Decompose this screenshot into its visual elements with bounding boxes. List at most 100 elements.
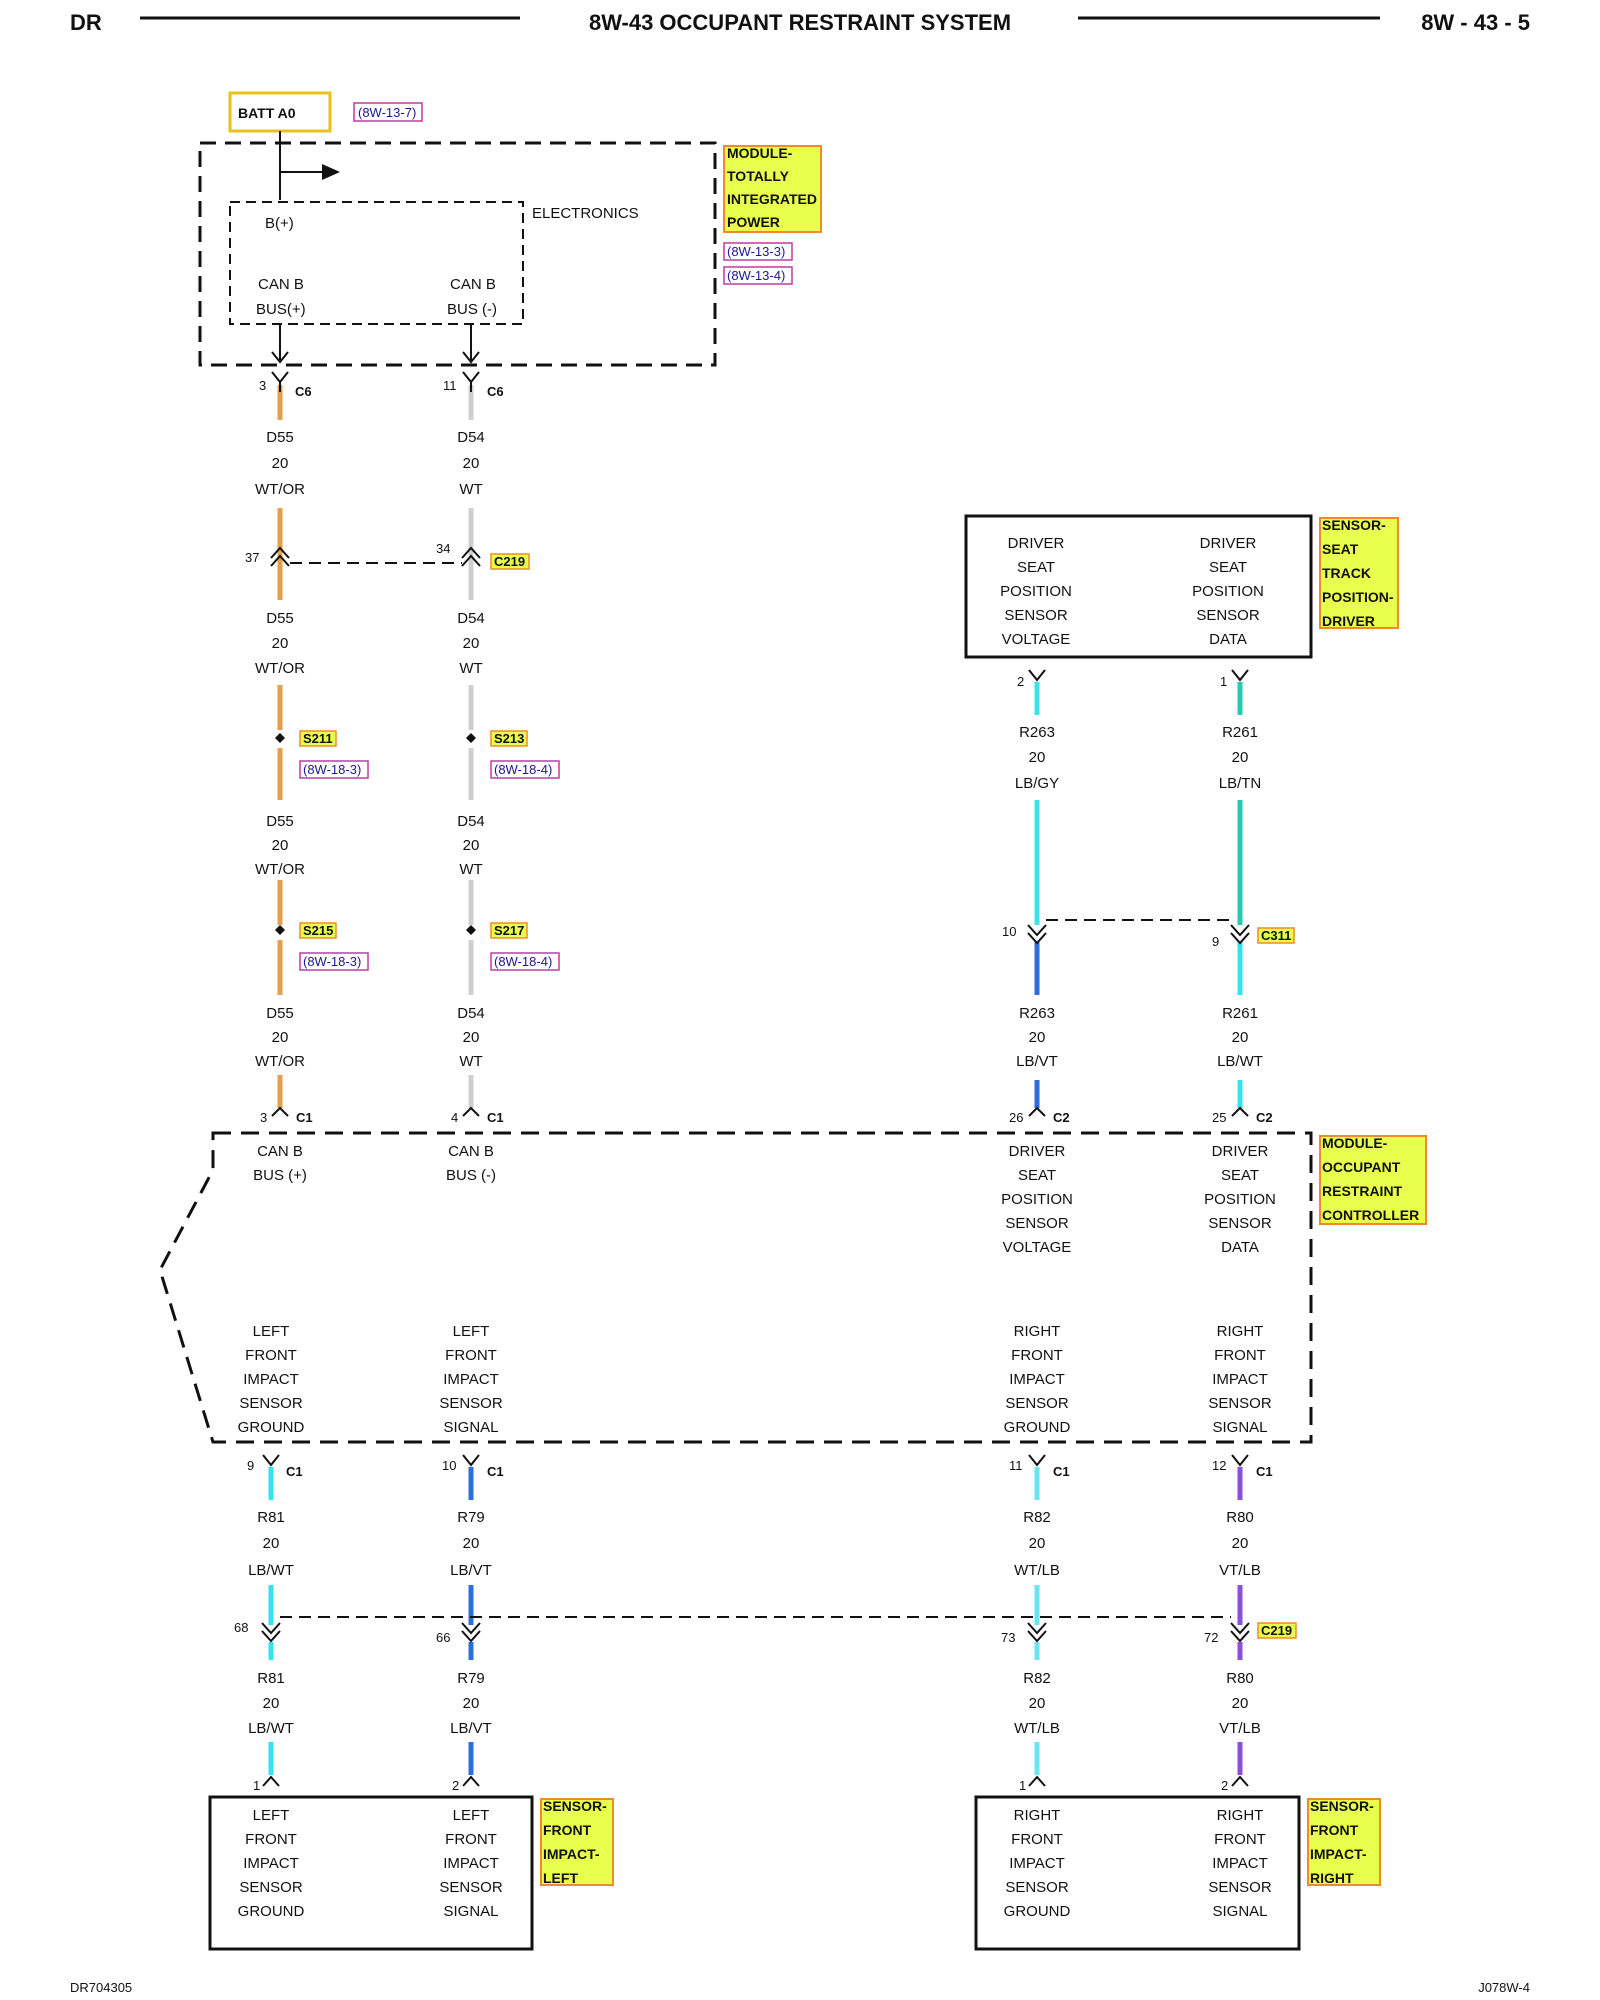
seat-pin2-l3: POSITION [1192, 583, 1264, 600]
left-impact-sensor-box [208, 1795, 534, 1951]
c219-r81-pin-icon [261, 1622, 281, 1635]
r80-color-1: VT/LB [1219, 1562, 1261, 1579]
left-sensor-name-l1: SENSOR- [543, 1798, 607, 1814]
s213-ref[interactable]: (8W-18-4) [494, 762, 552, 777]
right-sensor-name-l4: RIGHT [1310, 1870, 1354, 1886]
lf-r79-pin-num: 2 [452, 1778, 459, 1793]
r82-color-1: WT/LB [1014, 1562, 1060, 1579]
c1-pin-r81-icon [262, 1454, 280, 1467]
d54-circuit-1: D54 [457, 429, 485, 446]
r79-circuit-1: R79 [457, 1509, 485, 1526]
seat-pin1-l2: SEAT [1017, 559, 1055, 576]
d54-color-2: WT [459, 660, 482, 677]
seat-pin1-l5: VOLTAGE [1002, 631, 1071, 648]
s215-splice-icon [275, 925, 285, 935]
orc-lfsig-l1: LEFT [453, 1323, 490, 1340]
r81-gauge-1: 20 [263, 1535, 280, 1552]
seat-sensor-name-tag [1319, 517, 1399, 629]
orc-rfsig-l3: IMPACT [1212, 1371, 1268, 1388]
tipm-electronics-label: ELECTRONICS [532, 205, 639, 222]
c6-pin-d55-icon [271, 371, 289, 384]
c1-r81-pin-num: 9 [247, 1458, 254, 1473]
seat-sensor-name-l3: TRACK [1322, 565, 1371, 581]
rf-sensor-sig-l3: IMPACT [1212, 1855, 1268, 1872]
d55-color-3: WT/OR [255, 861, 305, 878]
r80-gauge-2: 20 [1232, 1695, 1249, 1712]
r80-color-2: VT/LB [1219, 1720, 1261, 1737]
tipm-ref-2[interactable]: (8W-13-4) [727, 268, 785, 283]
orc-seatdata-l2: SEAT [1221, 1167, 1259, 1184]
c1-d55-pin-num: 3 [260, 1110, 267, 1125]
s213-label: S213 [494, 731, 524, 746]
seat-sensor-name-l4: POSITION- [1322, 589, 1394, 605]
r79-color-2: LB/VT [450, 1720, 492, 1737]
r261-color-1: LB/TN [1219, 775, 1262, 792]
rf-sensor-pin2-icon [1231, 1775, 1249, 1787]
lf-sensor-sig-l4: SENSOR [439, 1879, 503, 1896]
orc-rfsig-l1: RIGHT [1217, 1323, 1264, 1340]
right-sensor-name-l3: IMPACT- [1310, 1846, 1367, 1862]
orc-rfsig-l2: FRONT [1214, 1347, 1266, 1364]
orc-module-outline [158, 1131, 1313, 1444]
lf-sensor-pin1-icon [262, 1775, 280, 1787]
header-left: DR [70, 10, 102, 35]
s211-ref-box [299, 760, 369, 779]
s217-ref[interactable]: (8W-18-4) [494, 954, 552, 969]
s215-ref[interactable]: (8W-18-3) [303, 954, 361, 969]
c219-lower-label: C219 [1261, 1623, 1292, 1638]
r82-gauge-2: 20 [1029, 1695, 1046, 1712]
orc-lfsig-l2: FRONT [445, 1347, 497, 1364]
s213-splice-icon [466, 733, 476, 743]
seat-sensor-box [964, 514, 1313, 659]
d55-gauge-1: 20 [272, 455, 289, 472]
right-impact-sensor-box [974, 1795, 1301, 1951]
right-sensor-name-l2: FRONT [1310, 1822, 1359, 1838]
tipm-can-plus-l2: BUS(+) [256, 301, 306, 318]
batt-a0-box [228, 91, 332, 133]
orc-seatdata-l5: DATA [1221, 1239, 1259, 1256]
r81-circuit-2: R81 [257, 1670, 285, 1687]
seat-sensor-name-l5: DRIVER [1322, 613, 1375, 629]
rf-r80-pin-num: 2 [1221, 1778, 1228, 1793]
c219-d55-pin-icon-2 [270, 554, 290, 567]
d55-circuit-4: D55 [266, 1005, 294, 1022]
r82-circuit-1: R82 [1023, 1509, 1051, 1526]
c219-r82-pin-icon-2 [1027, 1630, 1047, 1643]
d54-color-1: WT [459, 481, 482, 498]
r80-circuit-2: R80 [1226, 1670, 1254, 1687]
tipm-name-l3: INTEGRATED [727, 191, 817, 207]
orc-seatvolt-l1: DRIVER [1009, 1143, 1066, 1160]
tipm-ref-1[interactable]: (8W-13-3) [727, 244, 785, 259]
c6-d55-pin-num: 3 [259, 378, 266, 393]
r80-circuit-1: R80 [1226, 1509, 1254, 1526]
orc-name-tag [1319, 1135, 1427, 1225]
orc-name-l3: RESTRAINT [1322, 1183, 1403, 1199]
c219-lower-tag [1257, 1622, 1297, 1639]
seat-pin2-l2: SEAT [1209, 559, 1247, 576]
d55-circuit-1: D55 [266, 429, 294, 446]
s213-ref-box [490, 760, 560, 779]
c311-tag [1257, 927, 1295, 944]
c311-r263-pin-icon [1027, 924, 1047, 937]
rf-sensor-gnd-l1: RIGHT [1014, 1807, 1061, 1824]
rf-sensor-gnd-l3: IMPACT [1009, 1855, 1065, 1872]
s211-ref[interactable]: (8W-18-3) [303, 762, 361, 777]
c1-pin-r80-icon [1231, 1454, 1249, 1467]
c1-r80-pin-num: 12 [1212, 1458, 1226, 1473]
c311-r261-pin-icon-2 [1230, 932, 1250, 945]
s217-ref-box [490, 952, 560, 971]
c219-r79-pin-icon [461, 1622, 481, 1635]
r263-circuit-1: R263 [1019, 724, 1055, 741]
c1-pin-r79-icon [462, 1454, 480, 1467]
can-minus-arrow-icon [462, 351, 480, 364]
c1-pin-r82-icon [1028, 1454, 1046, 1467]
batt-ref-box [353, 102, 423, 122]
rf-sensor-sig-l2: FRONT [1214, 1831, 1266, 1848]
s211-label: S211 [303, 731, 333, 746]
s215-tag [299, 922, 337, 939]
orc-seatvolt-l3: POSITION [1001, 1191, 1073, 1208]
c1-pin-d54-icon [462, 1106, 480, 1117]
c1-label-r80: C1 [1256, 1464, 1273, 1479]
batt-ref[interactable]: (8W-13-7) [358, 105, 416, 120]
